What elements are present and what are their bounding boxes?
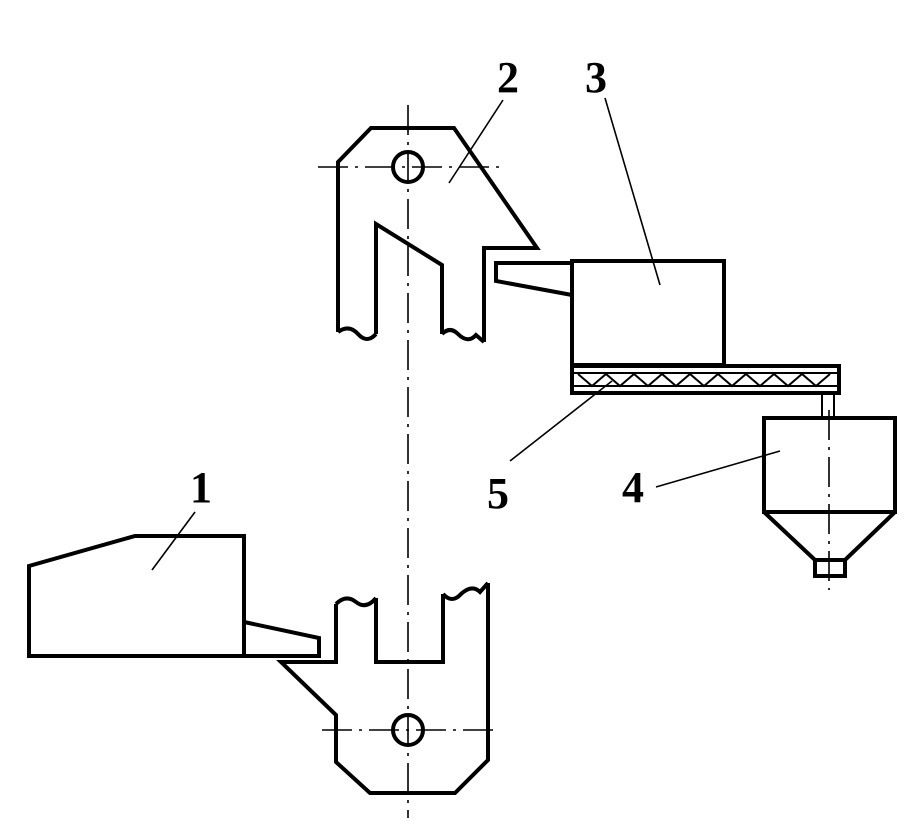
unit-3 <box>494 259 726 367</box>
leader-3 <box>604 97 661 286</box>
label-5: 5 <box>487 469 509 518</box>
screw-conveyor-5 <box>570 364 841 418</box>
label-4: 4 <box>622 463 644 512</box>
leader-5 <box>509 380 613 462</box>
upper-gripper <box>318 126 541 344</box>
leader-4 <box>655 450 781 488</box>
label-1: 1 <box>190 463 212 512</box>
leader-2 <box>448 99 504 184</box>
label-3: 3 <box>585 53 607 102</box>
unit-4 <box>762 410 897 590</box>
unit-1 <box>27 534 321 658</box>
leader-1 <box>151 511 196 571</box>
lower-gripper <box>276 581 498 795</box>
label-2: 2 <box>497 53 519 102</box>
